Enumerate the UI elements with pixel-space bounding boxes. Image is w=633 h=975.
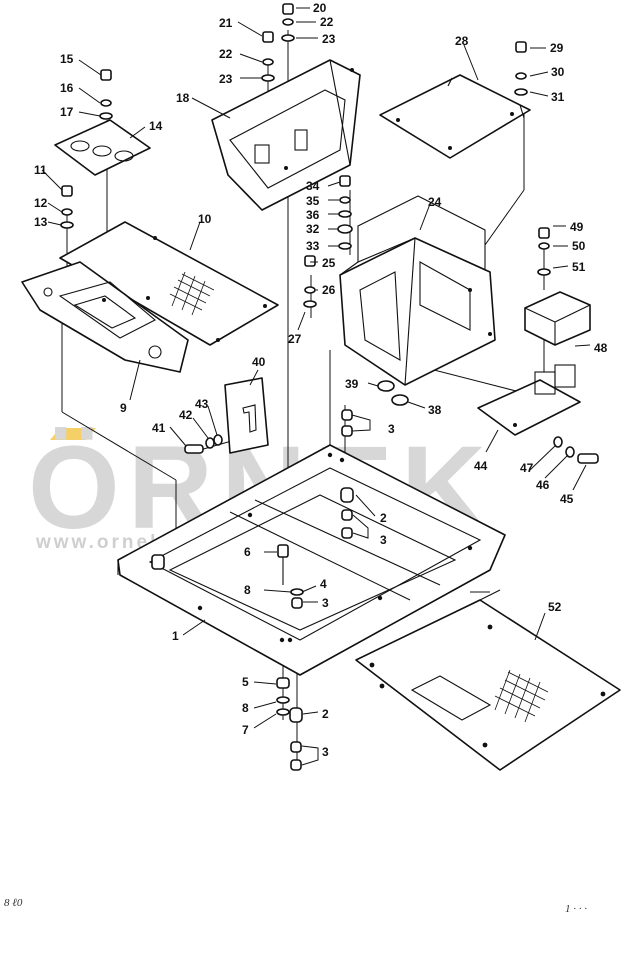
callout-47: 47: [520, 461, 534, 475]
callout-18: 18: [176, 91, 190, 105]
part-14-switch-plate: [54, 119, 151, 176]
callout-4: 4: [320, 577, 327, 591]
callout-12: 12: [34, 196, 48, 210]
callout-9: 9: [120, 401, 127, 415]
callout-8: 8: [244, 583, 251, 597]
callout-25: 25: [322, 256, 336, 270]
callout-16: 16: [60, 81, 74, 95]
callout-44: 44: [474, 459, 488, 473]
corner-mark-right: 1 · · ·: [565, 903, 587, 915]
callout-1: 1: [172, 629, 179, 643]
callout-48: 48: [594, 341, 608, 355]
callout-33: 33: [306, 239, 320, 253]
callout-40: 40: [252, 355, 266, 369]
callout-31: 31: [551, 90, 565, 104]
callout-50: 50: [572, 239, 586, 253]
callout-21: 21: [219, 16, 233, 30]
callout-34: 34: [306, 179, 320, 193]
callout-3: 3: [322, 745, 329, 759]
callout-13: 13: [34, 215, 48, 229]
callout-49: 49: [570, 220, 584, 234]
callout-10: 10: [198, 212, 212, 226]
part-9-left-console: [21, 261, 189, 373]
callout-39: 39: [345, 377, 359, 391]
callout-17: 17: [60, 105, 74, 119]
callout-52: 52: [548, 600, 562, 614]
callout-2: 2: [322, 707, 329, 721]
callout-7: 7: [242, 723, 249, 737]
callout-2: 2: [380, 511, 387, 525]
corner-mark-left: 8 ℓ0: [4, 897, 23, 909]
callout-20: 20: [313, 1, 327, 15]
callout-3: 3: [322, 596, 329, 610]
callout-42: 42: [179, 408, 193, 422]
callout-36: 36: [306, 208, 320, 222]
part-52-floor-plate: [355, 589, 621, 771]
callout-3: 3: [388, 422, 395, 436]
part-40-small-plate: [224, 377, 269, 454]
callout-14: 14: [149, 119, 163, 133]
callout-41: 41: [152, 421, 166, 435]
callout-22: 22: [219, 47, 233, 61]
fasteners: [60, 3, 599, 771]
part-1-main-frame: [117, 444, 506, 676]
callout-28: 28: [455, 34, 469, 48]
callout-45: 45: [560, 492, 574, 506]
part-48-bracket-box: [524, 291, 591, 346]
part-number-labels: 20 22 23 21 22 23 18 15 16 17 14 11 12 1…: [34, 1, 608, 759]
watermark-accent-shape: [50, 428, 96, 440]
callout-43: 43: [195, 397, 209, 411]
part-44-bracket-plate: [477, 364, 581, 436]
part-10-side-plate: [59, 221, 279, 346]
callout-26: 26: [322, 283, 336, 297]
callout-23: 23: [219, 72, 233, 86]
callout-32: 32: [306, 222, 320, 236]
callout-24: 24: [428, 195, 442, 209]
callout-51: 51: [572, 260, 586, 274]
callout-27: 27: [288, 332, 302, 346]
callout-leaders: [41, 7, 591, 766]
callout-5: 5: [242, 675, 249, 689]
callout-23: 23: [322, 32, 336, 46]
part-18-console-housing: [211, 59, 361, 211]
callout-38: 38: [428, 403, 442, 417]
callout-35: 35: [306, 194, 320, 208]
callout-6: 6: [244, 545, 251, 559]
callout-8: 8: [242, 701, 249, 715]
part-24-centre-box: [339, 195, 496, 386]
callout-22: 22: [320, 15, 334, 29]
callout-15: 15: [60, 52, 74, 66]
callout-11: 11: [34, 163, 47, 177]
callout-46: 46: [536, 478, 550, 492]
callout-3: 3: [380, 533, 387, 547]
callout-30: 30: [551, 65, 565, 79]
callout-29: 29: [550, 41, 564, 55]
part-28-cover-plate: [379, 74, 531, 159]
